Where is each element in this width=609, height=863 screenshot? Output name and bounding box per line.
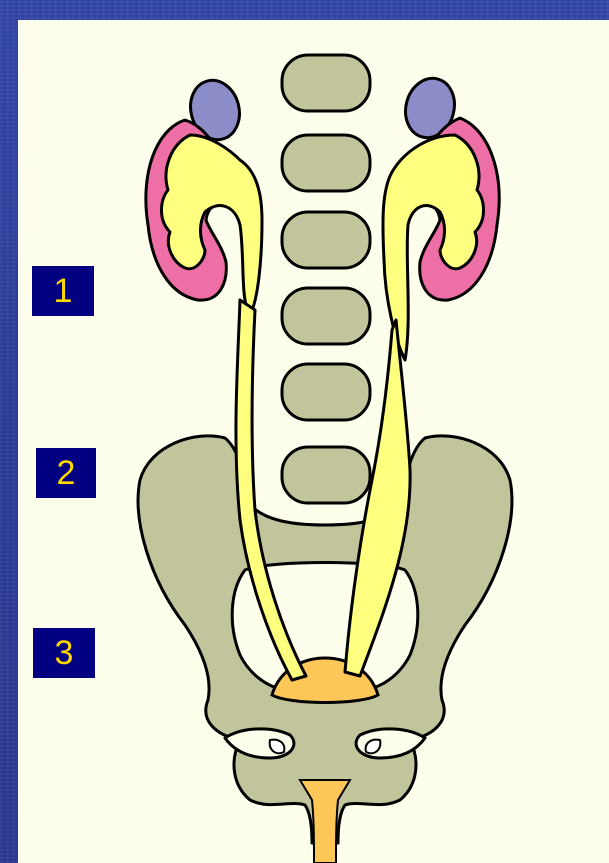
vertebra-icon xyxy=(282,55,370,503)
label-1: 1 xyxy=(32,266,94,316)
urethra-icon xyxy=(300,780,350,863)
label-2: 2 xyxy=(36,448,96,498)
label-3: 3 xyxy=(33,628,95,678)
kidney-right-icon xyxy=(383,73,499,360)
kidney-left-icon xyxy=(146,75,262,315)
